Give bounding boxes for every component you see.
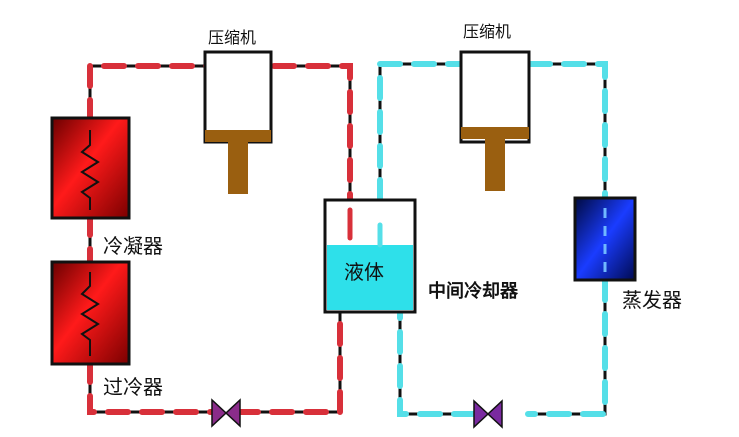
subcooler-label: 过冷器 (103, 375, 163, 399)
condenser (50, 116, 131, 220)
compressor-right (459, 50, 531, 191)
condenser-label: 冷凝器 (103, 234, 163, 258)
left-circuit (50, 50, 353, 428)
expansion-valve-left-icon[interactable] (211, 398, 241, 428)
right-flow-dashes (377, 61, 608, 417)
liquid-label: 液体 (344, 260, 384, 284)
compressor-right-label: 压缩机 (463, 22, 512, 41)
expansion-valve-right-icon[interactable] (473, 399, 503, 429)
evaporator-label: 蒸发器 (622, 288, 682, 312)
intercooler-vessel (323, 198, 417, 314)
evaporator (573, 196, 637, 282)
compressor-left-label: 压缩机 (208, 28, 257, 47)
compressor-left (203, 50, 273, 194)
subcooler-coil-icon (80, 272, 100, 356)
condenser-coil-icon (80, 130, 100, 210)
intercooler-label: 中间冷却器 (428, 281, 518, 302)
subcooler (50, 260, 131, 366)
right-circuit (323, 50, 637, 429)
